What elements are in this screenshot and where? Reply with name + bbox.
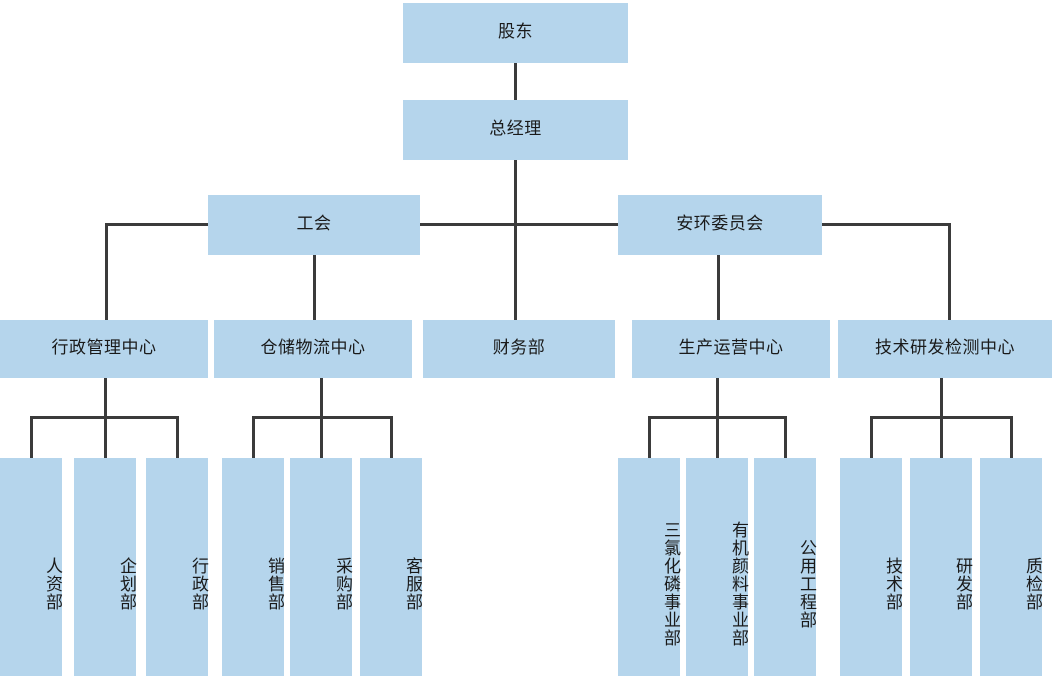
connector-shareholder-to-gm [514, 63, 517, 100]
connector-warehouse-drop-procurement [320, 416, 323, 458]
org-node-label: 行政部 [188, 557, 208, 611]
org-node-shareholder[interactable]: 股东 [403, 3, 628, 63]
org-node-label: 股东 [498, 22, 533, 43]
org-node-label: 人资部 [42, 557, 62, 611]
org-node-general-manager[interactable]: 总经理 [403, 100, 628, 160]
connector-rd-drop-research [940, 416, 943, 458]
org-node-label: 有机颜料事业部 [728, 521, 748, 647]
connector-gm-stem-down [514, 160, 517, 320]
org-node-planning-department[interactable]: 企划部 [74, 458, 136, 676]
org-node-rd-department[interactable]: 研发部 [910, 458, 972, 676]
org-node-label: 三氯化磷事业部 [660, 521, 680, 647]
org-node-hr-department[interactable]: 人资部 [0, 458, 62, 676]
connector-warehouse-center-stem [320, 378, 323, 418]
org-node-label: 研发部 [952, 557, 972, 611]
connector-rd-center-stem [940, 378, 943, 418]
connector-admin-center-stem [104, 378, 107, 418]
connector-right-drop-to-rd-center [948, 223, 951, 320]
org-node-technology-rd-testing-center[interactable]: 技术研发检测中心 [838, 320, 1052, 378]
connector-production-drop-pigment [716, 416, 719, 458]
connector-production-drop-pcl3 [648, 416, 651, 458]
org-node-label: 质检部 [1022, 557, 1042, 611]
connector-left-drop-to-admin-center [105, 223, 108, 320]
org-node-label: 财务部 [492, 338, 546, 359]
connector-safety-drop-to-production [717, 255, 720, 320]
org-node-labor-union[interactable]: 工会 [208, 195, 420, 255]
connector-admin-drop-hr [30, 416, 33, 458]
connector-rd-drop-quality [1010, 416, 1013, 458]
org-node-customer-service-department[interactable]: 客服部 [360, 458, 422, 676]
org-node-utility-engineering-department[interactable]: 公用工程部 [754, 458, 816, 676]
org-node-finance-department[interactable]: 财务部 [423, 320, 615, 378]
connector-rd-drop-technology [870, 416, 873, 458]
connector-union-drop-to-warehouse [313, 255, 316, 320]
org-node-label: 销售部 [264, 557, 284, 611]
org-node-admin-management-center[interactable]: 行政管理中心 [0, 320, 208, 378]
org-node-label: 生产运营中心 [678, 338, 784, 359]
org-node-label: 行政管理中心 [51, 338, 157, 359]
org-node-label: 企划部 [116, 557, 136, 611]
org-node-label: 安环委员会 [676, 214, 764, 235]
connector-production-center-stem [716, 378, 719, 418]
connector-warehouse-drop-sales [252, 416, 255, 458]
org-node-organic-pigment-business-unit[interactable]: 有机颜料事业部 [686, 458, 748, 676]
connector-level3-crossbar [105, 223, 951, 226]
connector-admin-drop-planning [104, 416, 107, 458]
org-node-label: 采购部 [332, 557, 352, 611]
org-node-pcl3-business-unit[interactable]: 三氯化磷事业部 [618, 458, 680, 676]
org-node-technology-department[interactable]: 技术部 [840, 458, 902, 676]
org-node-label: 技术研发检测中心 [875, 338, 1015, 359]
org-node-label: 总经理 [489, 119, 542, 140]
org-node-production-operations-center[interactable]: 生产运营中心 [632, 320, 830, 378]
org-node-sales-department[interactable]: 销售部 [222, 458, 284, 676]
connector-admin-drop-administration [176, 416, 179, 458]
org-node-label: 仓储物流中心 [260, 338, 366, 359]
org-node-warehouse-logistics-center[interactable]: 仓储物流中心 [214, 320, 412, 378]
org-node-procurement-department[interactable]: 采购部 [290, 458, 352, 676]
org-node-quality-inspection-department[interactable]: 质检部 [980, 458, 1042, 676]
org-node-label: 技术部 [882, 557, 902, 611]
org-node-label: 工会 [296, 214, 332, 235]
org-node-administration-department[interactable]: 行政部 [146, 458, 208, 676]
connector-production-drop-utility [784, 416, 787, 458]
connector-warehouse-drop-customer-service [390, 416, 393, 458]
org-node-label: 公用工程部 [796, 539, 816, 629]
org-node-label: 客服部 [402, 557, 422, 611]
org-node-safety-env-committee[interactable]: 安环委员会 [618, 195, 822, 255]
